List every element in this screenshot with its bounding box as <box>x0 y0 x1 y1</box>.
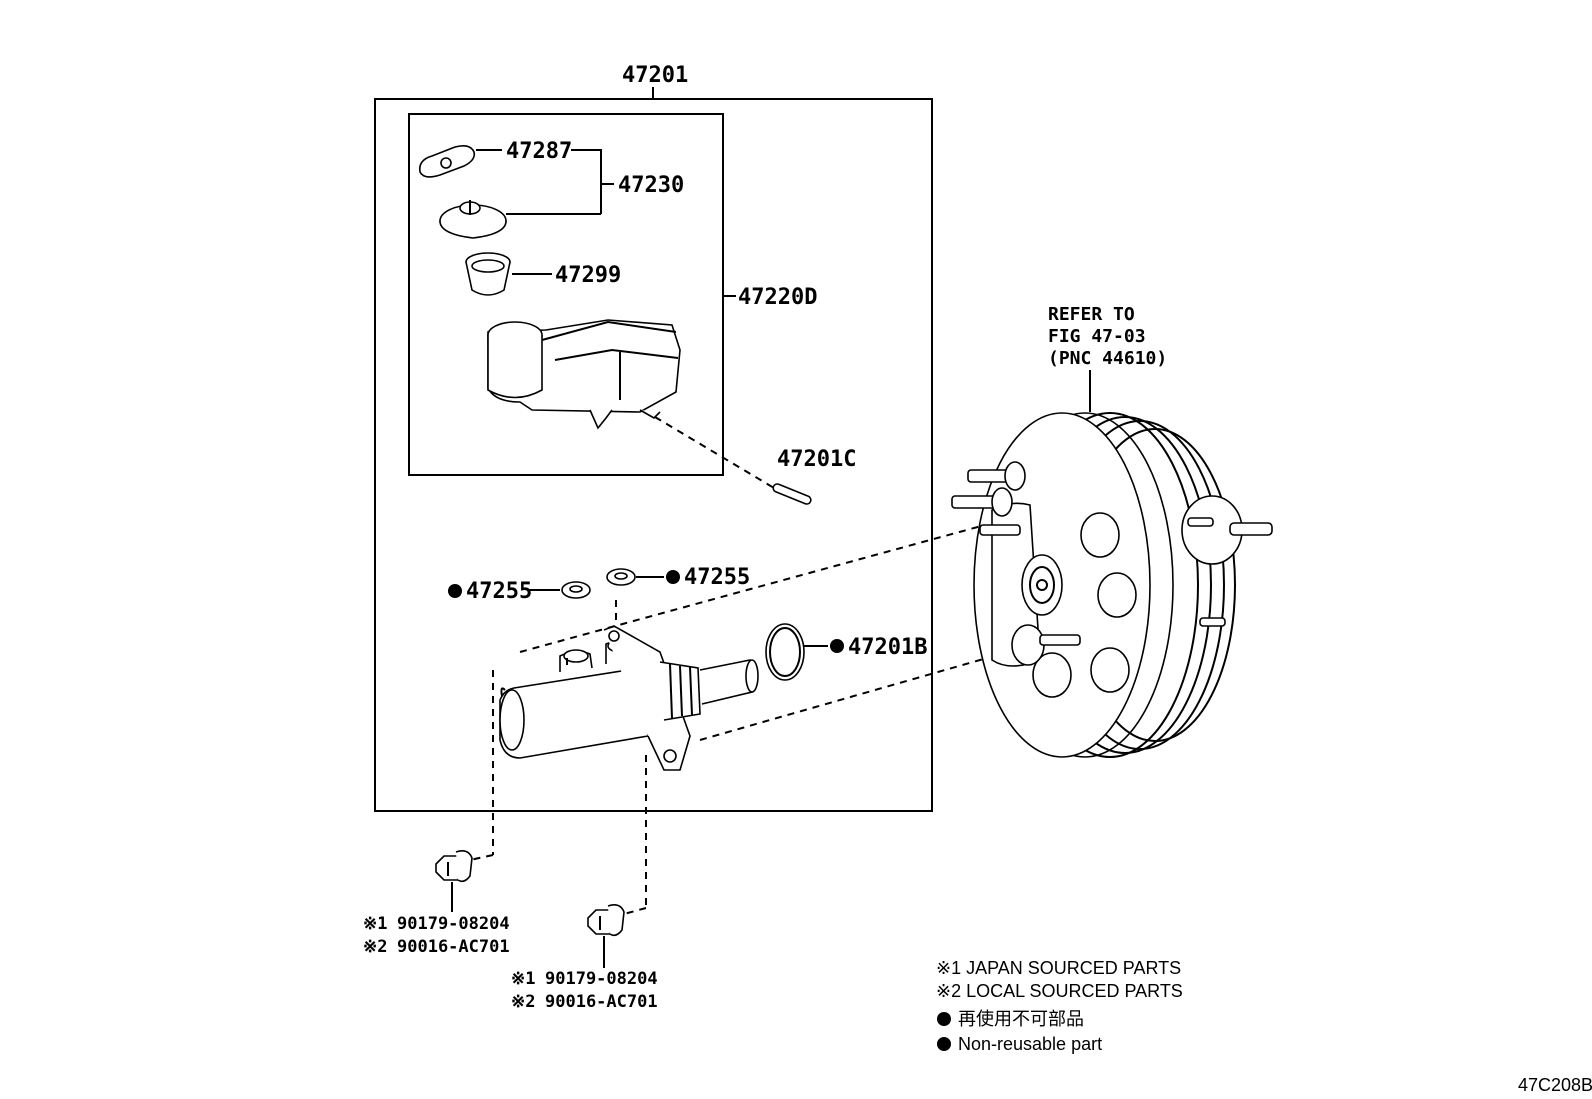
legend-local: ※2 LOCAL SOURCED PARTS <box>936 981 1183 1001</box>
legend-dot <box>937 1037 951 1051</box>
label-47255-left[interactable]: 47255 <box>466 579 532 604</box>
bolt-left-mark2: ※2 <box>363 937 387 957</box>
bolt-right-part1[interactable]: 90179-08204 <box>545 969 658 989</box>
label-47201B[interactable]: 47201B <box>848 635 927 660</box>
align-line-upper <box>519 524 986 653</box>
strainer-part <box>465 252 552 296</box>
pin-part <box>772 483 812 505</box>
master-cylinder <box>499 625 759 771</box>
legend-dot <box>937 1012 951 1026</box>
reservoir-tank <box>487 319 681 430</box>
bolt-right-part <box>587 904 625 968</box>
bolt-left-part1[interactable]: 90179-08204 <box>397 914 510 934</box>
figure-code: 47C208B <box>1518 1075 1592 1095</box>
pin-leader <box>654 416 775 489</box>
bolt-left-leader2 <box>469 854 494 861</box>
label-47230[interactable]: 47230 <box>618 173 684 198</box>
refer-line2[interactable]: FIG 47-03 <box>1048 326 1146 347</box>
nonreusable-dot <box>830 639 844 653</box>
label-47287[interactable]: 47287 <box>506 139 572 164</box>
bolt-right-mark1: ※1 <box>511 969 535 989</box>
gasket-part <box>418 145 502 178</box>
brake-booster <box>951 412 1273 758</box>
nonreusable-dot <box>448 584 462 598</box>
reservoir-frame <box>408 113 736 476</box>
assembly-frame <box>374 87 933 812</box>
cap-set-bracket <box>571 149 602 214</box>
bolt-right-part2[interactable]: 90016-AC701 <box>545 992 658 1012</box>
label-47201[interactable]: 47201 <box>622 63 688 88</box>
legend-japan: ※1 JAPAN SOURCED PARTS <box>936 958 1181 978</box>
bolt-left-part <box>435 850 473 912</box>
grommet-left-part <box>448 581 591 599</box>
refer-line3[interactable]: (PNC 44610) <box>1048 348 1167 369</box>
nonreusable-dot <box>666 570 680 584</box>
legend-nonreuse-jp: 再使用不可部品 <box>958 1009 1084 1029</box>
refer-line1: REFER TO <box>1048 304 1135 325</box>
bolt-left-mark1: ※1 <box>363 914 387 934</box>
label-47201C[interactable]: 47201C <box>777 447 856 472</box>
label-47220D[interactable]: 47220D <box>738 285 817 310</box>
label-47255-right[interactable]: 47255 <box>684 565 750 590</box>
bolt-left-part2[interactable]: 90016-AC701 <box>397 937 510 957</box>
reservoir-cap-part <box>439 200 601 239</box>
label-47299[interactable]: 47299 <box>555 263 621 288</box>
bolt-right-leader2 <box>623 907 647 915</box>
grommet-right-part <box>606 568 680 586</box>
bolt-right-mark2: ※2 <box>511 992 535 1012</box>
legend: ※1 JAPAN SOURCED PARTS ※2 LOCAL SOURCED … <box>936 958 1183 1054</box>
o-ring-part <box>765 623 844 681</box>
legend-nonreuse-en: Non-reusable part <box>958 1034 1102 1054</box>
